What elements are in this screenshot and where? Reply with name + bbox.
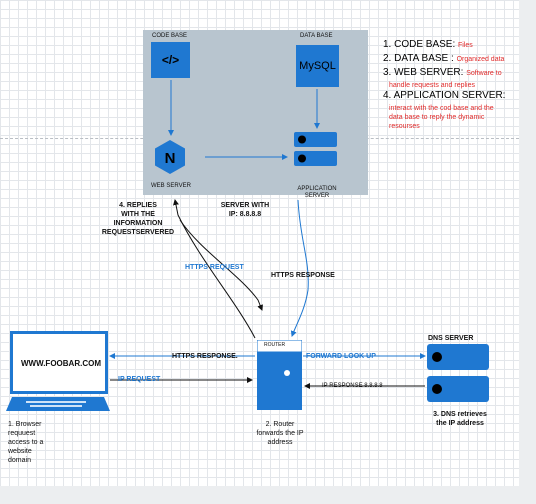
legend-item-4-title: 4. APPLICATION SERVER: (383, 90, 506, 101)
web-server-symbol: N (165, 150, 176, 167)
step-2-line-3: address (267, 439, 293, 446)
https-response-arrow (290, 199, 309, 337)
url-text: WWW.FOOBAR.COM (21, 359, 101, 368)
browser-laptop-screen: WWW.FOOBAR.COM (10, 331, 108, 394)
ip-request-label: IP REQUEST (118, 376, 161, 383)
forward-lookup-label: FORWARD LOOK UP (306, 353, 376, 360)
legend-item-2-desc: Organized data (456, 56, 505, 63)
router-label: ROUTER (264, 342, 286, 348)
legend-item-1-title: 1. CODE BASE: (383, 39, 456, 50)
server-ip-line-1: SERVER WITH (220, 202, 270, 209)
step-3-label: 3. DNS retrieves the IP address (418, 410, 502, 428)
step-3-line-2: the IP address (436, 420, 484, 427)
dns-server-label: DNS SERVER (428, 335, 474, 342)
replies-line-1: 4. REPLIES (119, 202, 157, 209)
router-icon (257, 340, 302, 410)
step-1-label: 1. Browser requuest access to a website … (8, 420, 43, 465)
step-1-line-5: domain (8, 457, 31, 464)
https-response-label-bottom: HTTPS RESPONSE. (172, 353, 238, 360)
legend-item-2-title: 2. DATA BASE : (383, 53, 454, 64)
legend-item-1: 1. CODE BASE: Files (383, 39, 473, 50)
laptop-keyboard-icon (6, 397, 110, 411)
step-2-label: 2. Router forwards the IP address (240, 420, 320, 447)
legend-item-3: 3. WEB SERVER: Software to (383, 67, 502, 78)
step-1-line-2: requuest (8, 430, 36, 437)
legend-item-4-desc: interact with the cod base and the (389, 105, 494, 112)
https-request-arrow (179, 219, 263, 311)
step-3-line-1: 3. DNS retrieves (433, 411, 487, 418)
database-label: DATA BASE (300, 33, 333, 39)
replies-line-4: REQUESTSERVERED (101, 229, 175, 236)
right-margin (519, 0, 536, 504)
application-server-icon (294, 132, 337, 166)
step-2-line-1: 2. Router (265, 421, 295, 428)
legend-item-4-desc-2: data base to reply the dynamic (389, 114, 485, 121)
code-base-label: CODE BASE (152, 33, 188, 39)
https-response-label-top: HTTPS RESPONSE (271, 272, 335, 279)
web-server-icon: N (155, 140, 185, 174)
step-1-line-1: 1. Browser (8, 421, 42, 428)
legend-item-3-desc: Software to (466, 70, 502, 77)
step-1-line-4: website (8, 448, 32, 455)
server-ip-line-2: IP: 8.8.8.8 (228, 211, 262, 218)
legend-item-4-desc-3: resourses (389, 123, 420, 130)
server-ip-label: SERVER WITH IP: 8.8.8.8 (208, 201, 282, 219)
web-server-label: WEB SERVER (151, 183, 191, 189)
https-request-label: HTTPS REQUEST (185, 264, 244, 271)
replies-line-3: INFORMATION (113, 220, 163, 227)
ip-response-label: IP RESPONSE 8.8.8.8 (322, 383, 383, 389)
legend-item-1-desc: Files (458, 42, 473, 49)
replies-line-2: WITH THE (121, 211, 155, 218)
bottom-margin (0, 486, 536, 504)
dns-server-icon (427, 344, 489, 402)
application-server-label: APPLICATION SERVER (297, 186, 337, 199)
database-icon: MySQL (296, 45, 339, 87)
legend-item-3-title: 3. WEB SERVER: (383, 67, 464, 78)
step-2-line-2: forwards the IP (256, 430, 304, 437)
code-base-icon: </> (151, 42, 190, 78)
step-1-line-3: access to a (8, 439, 44, 446)
legend-item-3-desc-2: handle requests and replies (389, 82, 476, 89)
replies-label: 4. REPLIES WITH THE INFORMATION REQUESTS… (98, 201, 178, 237)
legend-item-2: 2. DATA BASE : Organized data (383, 53, 504, 64)
